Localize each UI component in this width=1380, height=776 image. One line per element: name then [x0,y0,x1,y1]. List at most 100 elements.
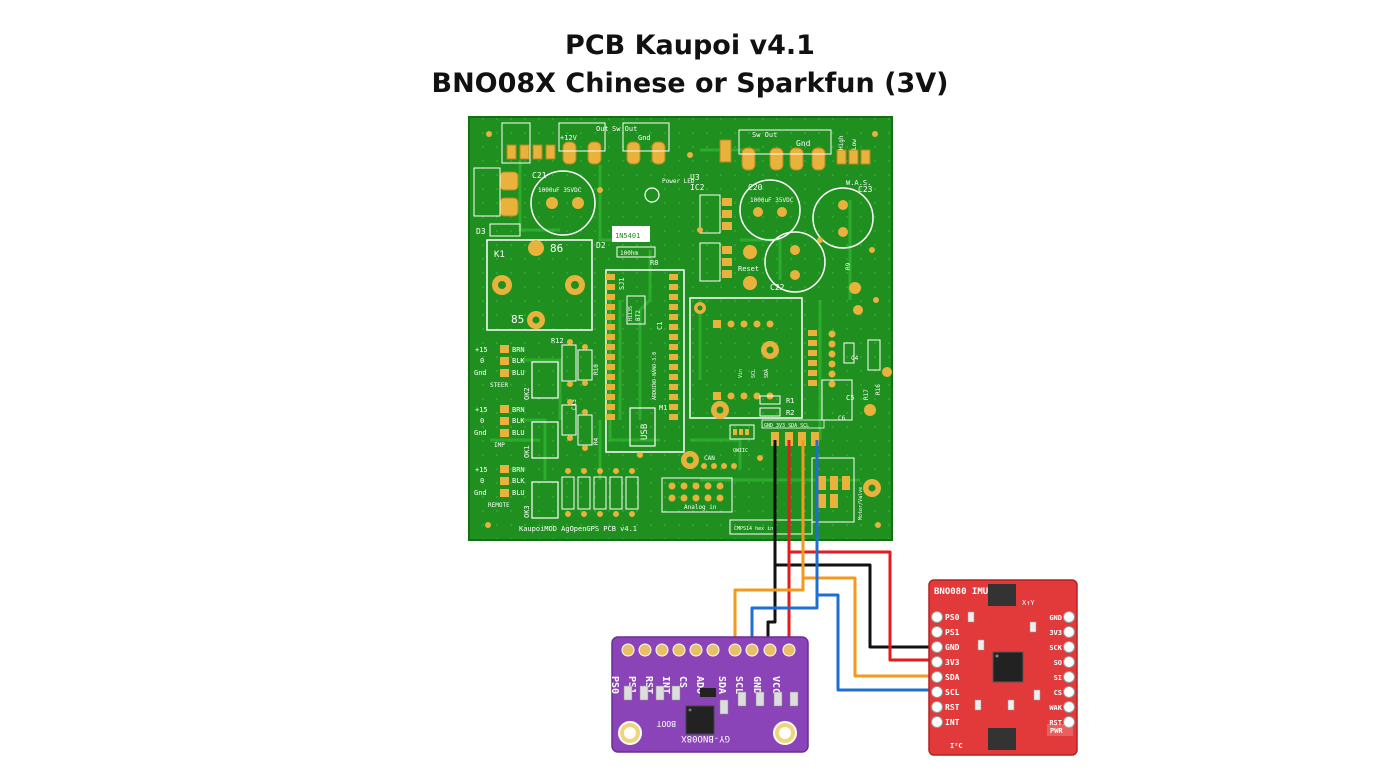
pcb-label-d2: D2 [596,241,606,250]
sf-right-pin-7: RST [1049,719,1062,727]
pcb-label-u3: U3 [690,173,700,182]
pcb-label-remote-p15: +15 [475,466,488,474]
pcb-label-out: Out [596,125,609,133]
pcb-label-c21-value: 1000uF 35VDC [538,187,582,194]
pcb-label-power-led: Power LED [662,178,695,185]
pcb-label-remote-gnd: Gnd [474,489,487,497]
pcb-label-c23: C23 [858,185,873,194]
pcb-label-high: High [838,135,845,150]
sparkfun-bno080-board: BNO080 IMU X↑Y PS0 PS1 GND 3V3 SDA SCL R… [928,579,1078,756]
sf-right-pin-3: SO [1054,659,1062,667]
pcb-label-ok1: OK1 [523,445,531,458]
pcb-label-was: W.A.S. [846,179,871,187]
pcb-label-steer-blk: BLK [512,357,525,365]
pcb-label-ic2: IC2 [690,183,705,192]
pcb-label-ok3: OK3 [523,505,531,518]
pcb-label-gnd-2: Gnd [796,139,811,148]
sf-right-pin-2: SCK [1049,644,1062,652]
pcb-label-sw-out-2: Sw Out [752,131,777,139]
pcb-label-sj1: SJ1 [618,277,626,290]
wire-scl-blue [815,440,935,692]
pcb-label-c22: C22 [770,283,785,292]
pcb-label-qwiic: QWIIC [733,448,748,454]
pcb-label-imp-0: 0 [480,417,484,425]
pcb-label-c4: C4 [851,355,859,362]
pcb-label-c13: C13 [571,399,578,410]
gy-pin-6: SDA [716,676,727,694]
title-line-2: BNO08X Chinese or Sparkfun (3V) [431,68,949,99]
pcb-label-c6: C6 [838,415,846,422]
pcb-label-vin: Vin [738,369,744,378]
pcb-label-k1-85: 85 [511,313,524,326]
pcb-label-arduino: ARDUINO-NANO-3.0 [652,352,658,400]
pcb-label-remote-0: 0 [480,477,484,485]
pcb-label-bt2: BT2 [635,310,642,321]
sf-i2c-label: I²C [950,742,963,750]
sf-board-name: BNO080 IMU [934,587,988,597]
sf-pwr-label: PWR [1050,727,1063,735]
pcb-label-r16: R16 [875,384,882,395]
pcb-label-remote-blu: BLU [512,489,525,497]
pcb-label-r12: R12 [551,337,564,345]
pcb-footer-label: KaupoiMOD AgOpenGPS PCB v4.1 [519,525,637,533]
pcb-label-c1: C1 [656,322,664,330]
pcb-label-r8-value: 100hm [620,250,638,257]
sf-right-pin-5: CS [1054,689,1062,697]
pcb-label-motor: Motor/Valve [858,487,864,520]
pcb-label-can: CAN [704,455,715,462]
gy-pin-3: INT [660,676,671,694]
pcb-label-imp-gnd: Gnd [474,429,487,437]
pcb-label-usb: USB [640,424,650,440]
gy-pin-5: ADO [694,676,705,694]
pcb-label-r8: R8 [650,259,658,267]
pcb-label-low: Low [851,139,858,150]
sf-left-pin-6: RST [945,703,960,712]
sf-left-pin-3: 3V3 [945,658,960,667]
sf-left-pin-5: SCL [945,688,960,697]
pcb-label-imp-p15: +15 [475,406,488,414]
pcb-label-bt2-value: H1135 [628,306,634,321]
pcb-label-c5: C5 [846,394,854,402]
wire-gnd-black-gy [766,565,777,646]
pcb-label-cmps: CMPS14 hex in [734,526,773,532]
wire-bundle [733,440,935,692]
pcb-label-c20: C20 [748,183,763,192]
pcb-label-m1: M1 [659,404,667,412]
pcb-label-steer: STEER [490,382,508,389]
pcb-label-sda: SDA [764,369,770,378]
pcb-label-c20-value: 1000uF 35VDC [750,197,794,204]
pcb-label-scl: SCL [751,369,757,378]
pcb-label-remote-brn: BRN [512,466,525,474]
gy-board-name: GY-BNO08X [681,733,730,743]
sf-right-pin-0: GND [1049,614,1062,622]
pcb-label-d2-value: 1N5401 [615,232,640,240]
gy-pin-0: PS0 [609,676,620,694]
gy-pin-1: PS1 [626,676,637,694]
sf-right-pin-4: SI [1054,674,1062,682]
pcb-label-gnd: Gnd [638,134,651,142]
pcb-label-header: GND 3V3 SDA SCL [764,423,809,429]
gy-pin-9: VCC [770,676,781,694]
pcb-label-steer-p15: +15 [475,346,488,354]
gy-pin-2: RST [643,676,654,694]
wire-gnd-black [773,440,935,649]
gy-pin-8: GND [751,676,762,694]
pcb-label-imp: IMP [494,442,505,449]
pcb-label-analog: Analog in [684,504,717,511]
wire-3v3-red [787,440,935,662]
gy-pin-7: SCL [733,676,744,694]
pcb-label-c21: C21 [532,171,547,180]
wire-sda-orange-gy [733,578,805,646]
pcb-board: Out Sw Out +12V Gnd Sw Out Gnd W.A.S. Hi… [468,116,893,541]
title-line-1: PCB Kaupoi v4.1 [565,30,815,61]
pcb-label-r17: R17 [863,389,870,400]
gy-boot-label: BOOT [657,719,676,728]
sf-left-pin-1: PS1 [945,628,960,637]
pcb-label-r10: R10 [593,364,600,375]
wire-sda-orange [801,440,935,678]
pcb-label-reset: Reset [738,265,759,273]
pcb-label-remote-blk: BLK [512,477,525,485]
pcb-label-k1: K1 [494,250,505,260]
pcb-label-remote: REMOTE [488,502,510,509]
pcb-label-12v: +12V [560,134,578,142]
